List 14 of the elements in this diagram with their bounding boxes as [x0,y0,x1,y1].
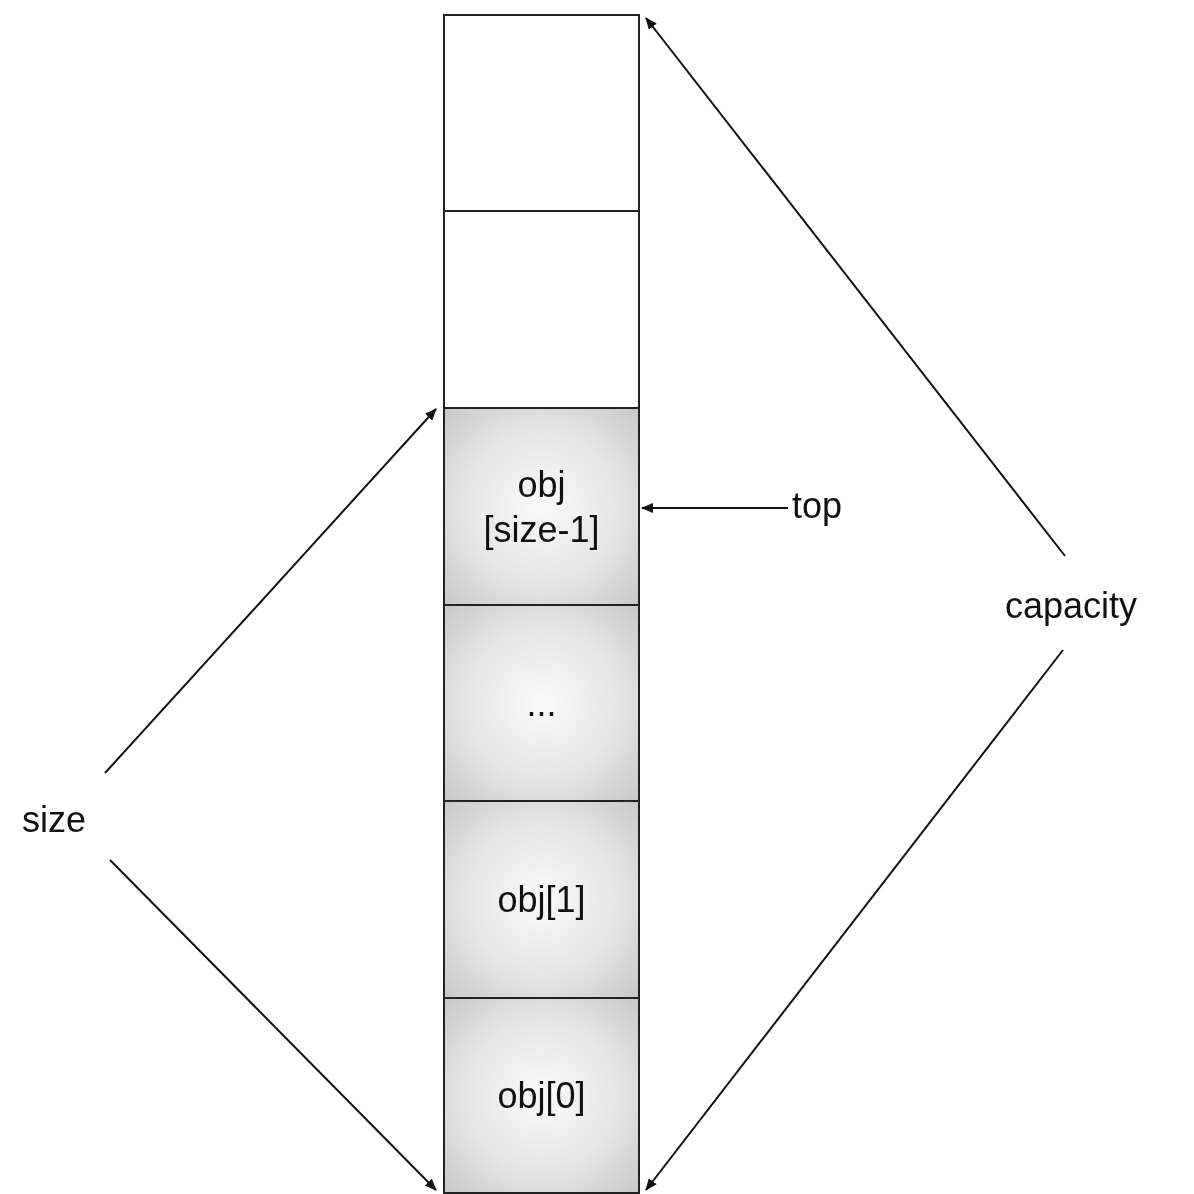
cell-label: ... [525,681,558,726]
stack-cell [443,407,640,606]
dimension-label: capacity [1005,588,1138,624]
cell-label: obj[0] [496,1074,587,1118]
stack-cell [443,604,640,802]
stack-cell [443,800,640,999]
cell-label: obj[1] [496,878,587,922]
pointer-label: top [792,488,843,524]
stack-cell [443,210,640,409]
dimension-label: size [22,802,87,838]
cell-label: obj [size-1] [482,462,601,552]
arrow [641,503,789,513]
stack-cell [443,997,640,1194]
stack-cell [443,14,640,212]
